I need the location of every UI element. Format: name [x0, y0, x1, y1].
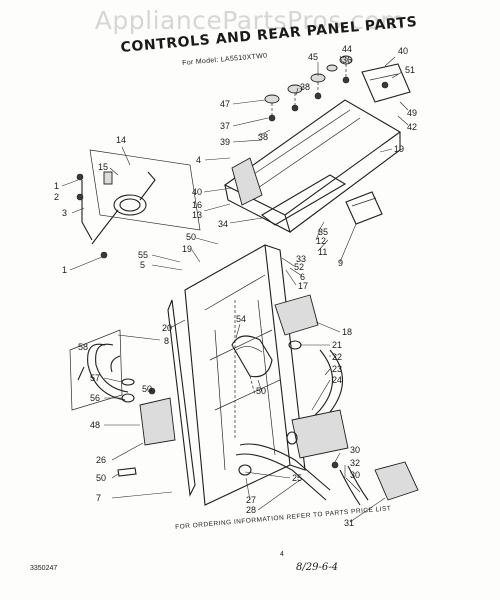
- callout-20: 20: [162, 323, 172, 333]
- document-id: 3350247: [30, 565, 58, 572]
- callout-40-lower: 40: [192, 187, 202, 197]
- watermark: AppliancePartsPros.com: [94, 6, 406, 35]
- callout-40: 40: [398, 46, 408, 56]
- callout-2: 2: [54, 192, 59, 202]
- callout-23: 23: [332, 364, 342, 374]
- callout-3: 3: [62, 208, 67, 218]
- callout-50-bottom: 50: [96, 473, 106, 483]
- callout-15: 15: [98, 162, 108, 172]
- console-knob-group: [264, 55, 353, 122]
- callout-18: 18: [342, 327, 352, 337]
- callout-13: 13: [192, 210, 202, 220]
- leader-lines: [61, 55, 409, 523]
- callout-7: 7: [96, 493, 101, 503]
- callout-57: 57: [90, 373, 100, 383]
- callout-17: 17: [298, 281, 308, 291]
- callout-27: 27: [246, 495, 256, 505]
- callout-4: 4: [196, 155, 201, 165]
- callout-38-lower: 38: [258, 132, 268, 142]
- callout-28: 28: [246, 505, 256, 515]
- control-console: [223, 99, 402, 234]
- callout-16: 16: [192, 200, 202, 210]
- callout-6: 6: [300, 272, 305, 282]
- handwritten-date: 8/29-6-4: [296, 562, 338, 573]
- callout-37: 37: [220, 121, 230, 131]
- callout-35: 35: [318, 227, 328, 237]
- drain-hose-assembly: [69, 329, 176, 477]
- callout-9: 9: [338, 258, 343, 268]
- callout-45: 45: [308, 52, 318, 62]
- callout-34: 34: [218, 219, 228, 229]
- timer-switch-assembly: [345, 63, 411, 225]
- callout-1: 1: [54, 181, 59, 191]
- callout-1-lower: 1: [62, 265, 67, 275]
- callout-38: 38: [300, 82, 310, 92]
- callout-50: 50: [186, 232, 196, 242]
- callout-22: 22: [332, 352, 342, 362]
- callout-54: 54: [236, 314, 246, 324]
- callout-42: 42: [407, 122, 417, 132]
- callout-12: 12: [316, 236, 326, 246]
- callout-55: 55: [138, 250, 148, 260]
- callout-19: 19: [394, 144, 404, 154]
- callout-50-center: 50: [256, 386, 266, 396]
- page-number: 4: [280, 551, 284, 558]
- callout-52: 52: [294, 262, 304, 272]
- callout-48: 48: [90, 420, 100, 430]
- pump-and-hoses: [235, 294, 419, 506]
- callout-labels: 45 44 36 40 51 49 42 38 47 37 38 39 19 4…: [54, 44, 417, 528]
- callout-30: 30: [350, 445, 360, 455]
- callout-11: 11: [318, 247, 327, 257]
- callout-30-lower: 30: [350, 470, 360, 480]
- callout-56: 56: [90, 393, 100, 403]
- callout-26: 26: [96, 455, 106, 465]
- callout-39: 39: [220, 137, 230, 147]
- callout-5: 5: [140, 260, 145, 270]
- rear-panel: [167, 244, 306, 506]
- callout-47: 47: [220, 99, 230, 109]
- callout-58: 58: [78, 342, 88, 352]
- callout-36: 36: [342, 55, 352, 65]
- callout-49: 49: [407, 108, 417, 118]
- callout-33: 33: [296, 254, 306, 264]
- wire-harness: [231, 335, 273, 396]
- callout-44: 44: [342, 44, 352, 54]
- callout-24: 24: [332, 375, 342, 385]
- callout-31: 31: [344, 518, 354, 528]
- callout-14: 14: [116, 135, 126, 145]
- callout-51: 51: [405, 65, 415, 75]
- callout-8: 8: [164, 336, 169, 346]
- callout-25: 25: [292, 473, 302, 483]
- callout-21: 21: [332, 340, 342, 350]
- callout-19-lower: 19: [182, 244, 192, 254]
- callout-50-left: 50: [142, 384, 152, 394]
- callout-32: 32: [350, 458, 360, 468]
- cord-and-hose-assembly: [76, 149, 201, 259]
